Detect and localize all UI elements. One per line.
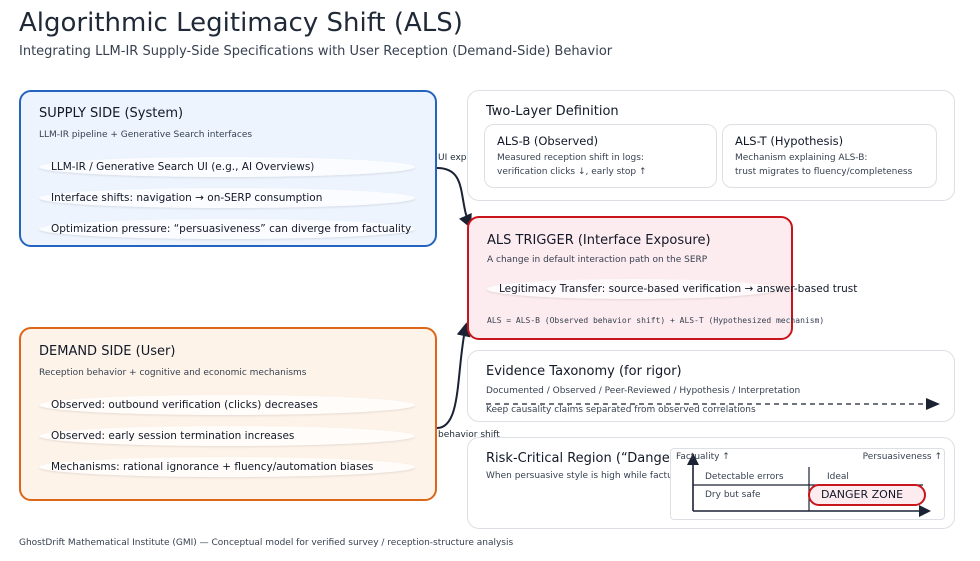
supply-item: LLM-IR / Generative Search UI (e.g., AI … xyxy=(39,157,415,177)
evidence-categories: Documented / Observed / Peer-Reviewed / … xyxy=(486,386,801,396)
page-title: Algorithmic Legitimacy Shift (ALS) xyxy=(19,8,463,38)
demand-item: Observed: early session termination incr… xyxy=(39,426,415,446)
cell-dry-but-safe: Dry but safe xyxy=(705,490,761,500)
supply-side-panel: SUPPLY SIDE (System) LLM-IR pipeline + G… xyxy=(19,90,437,247)
supply-connector-label: UI expo xyxy=(438,153,473,163)
evidence-dashed-arrow xyxy=(486,398,940,410)
demand-subtitle: Reception behavior + cognitive and econo… xyxy=(39,368,307,378)
als-t-line: trust migrates to fluency/completeness xyxy=(735,167,913,177)
als-formula: ALS = ALS-B (Observed behavior shift) + … xyxy=(487,316,825,325)
supply-title: SUPPLY SIDE (System) xyxy=(39,106,184,121)
cell-detectable-errors: Detectable errors xyxy=(705,472,784,482)
demand-title: DEMAND SIDE (User) xyxy=(39,344,176,359)
risk-title: Risk-Critical Region (“Danger xyxy=(486,451,676,466)
demand-connector-label: behavior shift xyxy=(438,430,500,440)
als-b-line: verification clicks ↓, early stop ↑ xyxy=(497,167,647,177)
footer-note: GhostDrift Mathematical Institute (GMI) … xyxy=(19,538,514,548)
cell-danger-zone: DANGER ZONE xyxy=(821,488,904,501)
demand-item: Observed: outbound verification (clicks)… xyxy=(39,395,415,415)
demand-item: Mechanisms: rational ignorance + fluency… xyxy=(39,457,415,477)
als-b-line: Measured reception shift in logs: xyxy=(497,153,644,163)
als-b-title: ALS-B (Observed) xyxy=(497,134,599,148)
evidence-title: Evidence Taxonomy (for rigor) xyxy=(486,364,682,379)
evidence-taxonomy-panel: Evidence Taxonomy (for rigor) Documented… xyxy=(467,350,955,422)
legitimacy-transfer-pill: Legitimacy Transfer: source-based verifi… xyxy=(487,279,857,299)
als-t-line: Mechanism explaining ALS-B: xyxy=(735,153,868,163)
risk-matrix-axes xyxy=(687,453,931,517)
y-axis-arrowhead xyxy=(687,453,699,465)
demand-side-panel: DEMAND SIDE (User) Reception behavior + … xyxy=(19,327,437,501)
x-axis-label: Persuasiveness ↑ xyxy=(862,452,942,462)
trigger-subtitle: A change in default interaction path on … xyxy=(487,255,708,265)
als-t-card: ALS-T (Hypothesis) Mechanism explaining … xyxy=(722,124,937,188)
page-subtitle: Integrating LLM-IR Supply-Side Specifica… xyxy=(19,44,613,59)
two-layer-title: Two-Layer Definition xyxy=(486,104,619,119)
supply-subtitle: LLM-IR pipeline + Generative Search inte… xyxy=(39,130,253,140)
evidence-note: Keep causality claims separated from obs… xyxy=(486,405,760,415)
x-axis-arrowhead xyxy=(919,505,931,517)
risk-matrix: Factuality ↑ Persuasiveness ↑ Detectable… xyxy=(670,448,945,520)
risk-subtitle: When persuasive style is high while fact… xyxy=(486,471,684,481)
supply-to-trigger-arrow xyxy=(436,167,472,229)
als-b-card: ALS-B (Observed) Measured reception shif… xyxy=(484,124,717,188)
cell-ideal: Ideal xyxy=(827,472,849,482)
danger-zone-highlight xyxy=(808,484,926,506)
demand-to-trigger-arrow xyxy=(436,322,471,429)
trigger-title: ALS TRIGGER (Interface Exposure) xyxy=(487,233,711,248)
y-axis-label: Factuality ↑ xyxy=(676,452,730,462)
als-trigger-panel: ALS TRIGGER (Interface Exposure) A chang… xyxy=(467,216,857,340)
supply-item: Interface shifts: navigation → on-SERP c… xyxy=(39,188,415,208)
als-t-title: ALS-T (Hypothesis) xyxy=(735,134,844,148)
supply-item: Optimization pressure: “persuasiveness” … xyxy=(39,219,415,239)
